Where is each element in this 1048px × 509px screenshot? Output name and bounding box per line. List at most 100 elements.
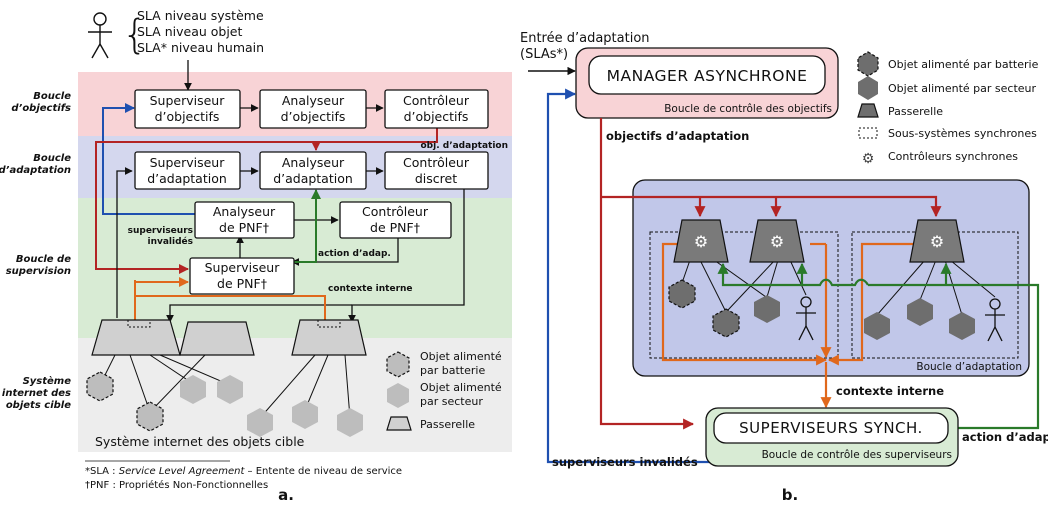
label-obj-adaptation: obj. d’adaptation [420, 141, 508, 151]
box-analyseur-pnf: Analyseur de PNF† [194, 201, 295, 239]
legend-mains-b: Objet alimenté par secteur [888, 82, 1036, 95]
legend-gateway: Passerelle [420, 418, 475, 431]
panel-a: { SLA niveau système SLA niveau objet SL… [0, 8, 512, 504]
system-label: Système internet des objets cible [95, 434, 305, 449]
band-label-supervision-2: supervision [6, 266, 71, 277]
legend-mains-icon [858, 76, 878, 100]
gateway-icon [291, 319, 367, 356]
user-icon [985, 298, 1005, 342]
svg-text:de PNF†: de PNF† [219, 220, 269, 235]
sla-line-3: SLA* niveau humain [137, 40, 264, 55]
legend-mains-1: Objet alimenté [420, 381, 502, 394]
band-label-objectifs-2: d’objectifs [11, 103, 71, 114]
box-superviseur-adaptation: Superviseur d’adaptation [134, 151, 241, 190]
mains-object-icon [907, 298, 933, 326]
gateway-icon [179, 321, 255, 356]
mains-object-icon [949, 312, 975, 340]
brace: { [122, 12, 147, 58]
legend-battery-icon [857, 51, 879, 77]
box-superviseur-pnf: Superviseur de PNF† [189, 257, 295, 295]
legend-gateway-icon [386, 416, 412, 431]
battery-object-icon [712, 308, 740, 338]
mains-object-icon [217, 375, 243, 404]
band-label-supervision-1: Boucle de [16, 254, 71, 265]
user-icon [796, 296, 816, 341]
legend-mains-icon [387, 383, 409, 408]
legend-gateway-icon [857, 103, 879, 118]
mains-object-icon [337, 408, 363, 437]
gear-icon: ⚙ [930, 232, 944, 251]
gear-icon: ⚙ [694, 232, 708, 251]
superviseurs-synch-box: SUPERVISEURS SYNCH. Boucle de contrôle d… [705, 407, 959, 467]
input-label-2: (SLAs*) [520, 47, 568, 62]
gateway-icon: ⚙ [673, 219, 729, 263]
label-superviseurs-invalides-1: superviseurs [128, 226, 193, 236]
label-contexte-interne: contexte interne [328, 284, 413, 294]
footnote-sla: *SLA : Service Level Agreement – Entente… [85, 466, 402, 477]
svg-text:d’objectifs: d’objectifs [281, 109, 346, 124]
caption-a: a. [278, 486, 294, 504]
sla-line-2: SLA niveau objet [137, 24, 242, 39]
svg-text:Boucle de contrôle des objecti: Boucle de contrôle des objectifs [664, 103, 832, 115]
legend-subsystem-icon [858, 127, 878, 139]
box-analyseur-objectifs: Analyseur d’objectifs [259, 89, 367, 129]
svg-text:Superviseur: Superviseur [150, 155, 226, 170]
svg-text:MANAGER ASYNCHRONE: MANAGER ASYNCHRONE [607, 67, 808, 85]
band-label-systeme-1: Système [23, 375, 72, 387]
svg-text:d’objectifs: d’objectifs [404, 109, 469, 124]
svg-text:Analyseur: Analyseur [282, 155, 345, 170]
label-superviseurs-invalides-2: invalidés [147, 236, 193, 247]
gateway-icon: ⚙ [909, 219, 965, 263]
svg-text:d’adaptation: d’adaptation [147, 171, 227, 186]
sla-line-1: SLA niveau système [137, 8, 264, 23]
svg-text:de PNF†: de PNF† [217, 276, 267, 291]
footnote-pnf: †PNF : Propriétés Non-Fonctionnelles [85, 479, 268, 491]
user-icon [88, 12, 112, 59]
svg-text:de PNF†: de PNF† [370, 220, 420, 235]
mains-object-icon [864, 312, 890, 340]
legend-battery-b: Objet alimenté par batterie [888, 58, 1039, 71]
label-action-adap-b: action d’adap. [962, 430, 1048, 444]
legend-battery-2: par batterie [420, 364, 485, 377]
band-label-objectifs-1: Boucle [33, 91, 71, 102]
legend-controllers-b: Contrôleurs synchrones [888, 150, 1018, 163]
input-label-1: Entrée d’adaptation [520, 31, 650, 46]
box-controleur-objectifs: Contrôleur d’objectifs [384, 89, 489, 129]
gateway-icon [91, 319, 181, 356]
band-systeme [78, 338, 512, 452]
band-label-adaptation-2: d’adaptation [0, 165, 71, 176]
svg-text:SUPERVISEURS SYNCH.: SUPERVISEURS SYNCH. [739, 419, 923, 437]
legend-mains-2: par secteur [420, 395, 483, 408]
mains-object-icon [247, 408, 273, 437]
svg-text:Analyseur: Analyseur [213, 204, 276, 219]
mains-object-icon [180, 375, 206, 404]
battery-object-icon [136, 401, 164, 432]
band-label-systeme-3: objets cible [6, 400, 71, 411]
band-label-systeme-2: internet des [2, 388, 71, 399]
svg-text:Contrôleur: Contrôleur [403, 93, 470, 108]
caption-b: b. [782, 486, 798, 504]
svg-text:discret: discret [415, 171, 457, 186]
gear-icon: ⚙ [770, 232, 784, 251]
gear-icon: ⚙ [862, 151, 875, 167]
mains-object-icon [292, 400, 318, 429]
box-controleur-discret: Contrôleur discret [384, 151, 489, 190]
panel-b: Entrée d’adaptation (SLAs*) MANAGER ASYN… [520, 31, 1048, 504]
label-objectifs-adaptation: objectifs d’adaptation [606, 129, 749, 143]
label-action-adap: action d’adap. [318, 249, 391, 259]
svg-text:Boucle d’adaptation: Boucle d’adaptation [916, 361, 1022, 373]
gateway-icon: ⚙ [749, 219, 805, 263]
box-analyseur-adaptation: Analyseur d’adaptation [259, 151, 367, 190]
manager-asynchrone-box: MANAGER ASYNCHRONE Boucle de contrôle de… [575, 47, 839, 119]
svg-text:Superviseur: Superviseur [205, 260, 281, 275]
svg-text:Contrôleur: Contrôleur [362, 204, 429, 219]
legend-gateway-b: Passerelle [888, 105, 943, 118]
mains-object-icon [754, 295, 780, 323]
legend-battery-1: Objet alimenté [420, 350, 502, 363]
band-label-adaptation-1: Boucle [33, 153, 71, 164]
svg-text:Contrôleur: Contrôleur [403, 155, 470, 170]
box-controleur-pnf: Contrôleur de PNF† [339, 201, 452, 239]
svg-text:Boucle de contrôle des supervi: Boucle de contrôle des superviseurs [762, 449, 952, 461]
box-superviseur-objectifs: Superviseur d’objectifs [134, 89, 241, 129]
